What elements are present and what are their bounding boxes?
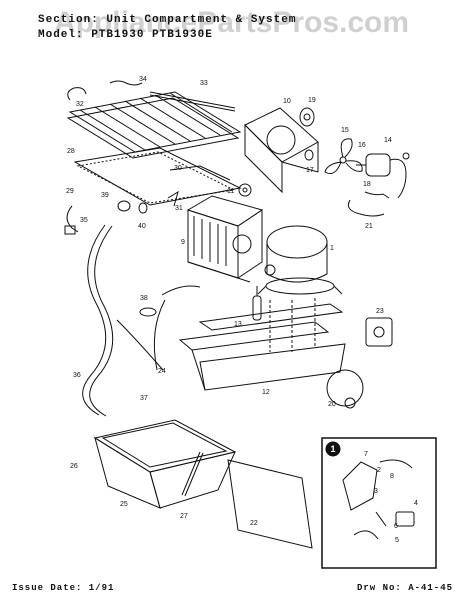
part-fan-shroud <box>244 107 319 194</box>
callout-10: 10 <box>283 98 291 105</box>
drawing-number: Drw No: A-41-45 <box>356 583 453 593</box>
part-harness <box>347 191 390 217</box>
callout-14: 14 <box>384 137 392 144</box>
part-tubing <box>82 224 164 417</box>
callout-22: 22 <box>250 520 258 527</box>
issue-date: Issue Date: 1/91 <box>12 583 115 593</box>
callout-29: 29 <box>66 188 74 195</box>
callout-27: 27 <box>180 513 188 520</box>
callout-20: 20 <box>328 401 336 408</box>
callout-36: 36 <box>73 372 81 379</box>
part-mount <box>326 369 364 409</box>
callout-7: 7 <box>364 451 368 458</box>
part-drain-pan <box>93 419 237 509</box>
callout-35: 35 <box>80 217 88 224</box>
inset-detail: 1 <box>321 437 437 569</box>
callout-19: 19 <box>308 97 316 104</box>
callout-2: 2 <box>377 467 381 474</box>
callout-32: 32 <box>76 101 84 108</box>
callout-13: 13 <box>234 321 242 328</box>
model-header: Model: PTB1930 PTB1930E <box>38 29 213 41</box>
callout-33: 33 <box>200 80 208 87</box>
callout-39: 39 <box>101 192 109 199</box>
watermark: AppliancePartsPros.com <box>53 6 410 39</box>
callout-9: 9 <box>181 239 185 246</box>
part-fan-blade <box>324 138 363 175</box>
callout-8: 8 <box>390 473 394 480</box>
part-bushing <box>299 107 315 127</box>
mounting-lines <box>269 298 316 352</box>
callout-4: 4 <box>414 500 418 507</box>
part-coupler <box>64 205 79 235</box>
callout-11: 11 <box>227 188 234 195</box>
callout-15: 15 <box>341 127 349 134</box>
callout-12: 12 <box>262 389 270 396</box>
callout-labels: 1 2 3 4 5 6 7 8 9 10 11 12 13 14 15 16 1… <box>66 76 418 544</box>
part-clamp <box>139 307 157 317</box>
callout-18: 18 <box>363 181 371 188</box>
callout-28: 28 <box>67 148 75 155</box>
callout-23: 23 <box>376 308 384 315</box>
callout-34: 34 <box>139 76 147 83</box>
part-line <box>153 285 201 371</box>
part-access-panel <box>227 459 313 549</box>
part-rod <box>181 451 204 497</box>
callout-1: 1 <box>330 245 334 252</box>
callout-30: 30 <box>174 165 182 172</box>
part-nut <box>304 149 314 161</box>
callout-21: 21 <box>365 223 373 230</box>
callout-24: 24 <box>158 368 166 375</box>
callout-38: 38 <box>140 295 148 302</box>
part-base-rails <box>178 303 346 391</box>
part-relay <box>365 317 393 347</box>
part-tray-plate <box>73 147 242 206</box>
part-evaporator-block <box>186 195 264 283</box>
callout-17: 17 <box>306 167 314 174</box>
callout-16: 16 <box>358 142 366 149</box>
callout-26: 26 <box>70 463 78 470</box>
part-grommet <box>238 183 252 197</box>
part-condenser-coil <box>66 87 242 159</box>
callout-25: 25 <box>120 501 128 508</box>
callout-5: 5 <box>395 537 399 544</box>
part-drier <box>252 286 262 321</box>
part-grommet-small <box>117 200 148 214</box>
inset-marker: 1 <box>331 444 336 454</box>
callout-40: 40 <box>138 223 146 230</box>
callout-3: 3 <box>374 488 378 495</box>
callout-37: 37 <box>140 395 148 402</box>
callout-6: 6 <box>394 523 398 530</box>
section-header: Section: Unit Compartment & System <box>38 14 297 26</box>
part-bracket <box>167 165 231 207</box>
callout-31: 31 <box>175 205 183 212</box>
part-compressor <box>257 225 343 295</box>
part-fan-motor <box>356 152 410 199</box>
